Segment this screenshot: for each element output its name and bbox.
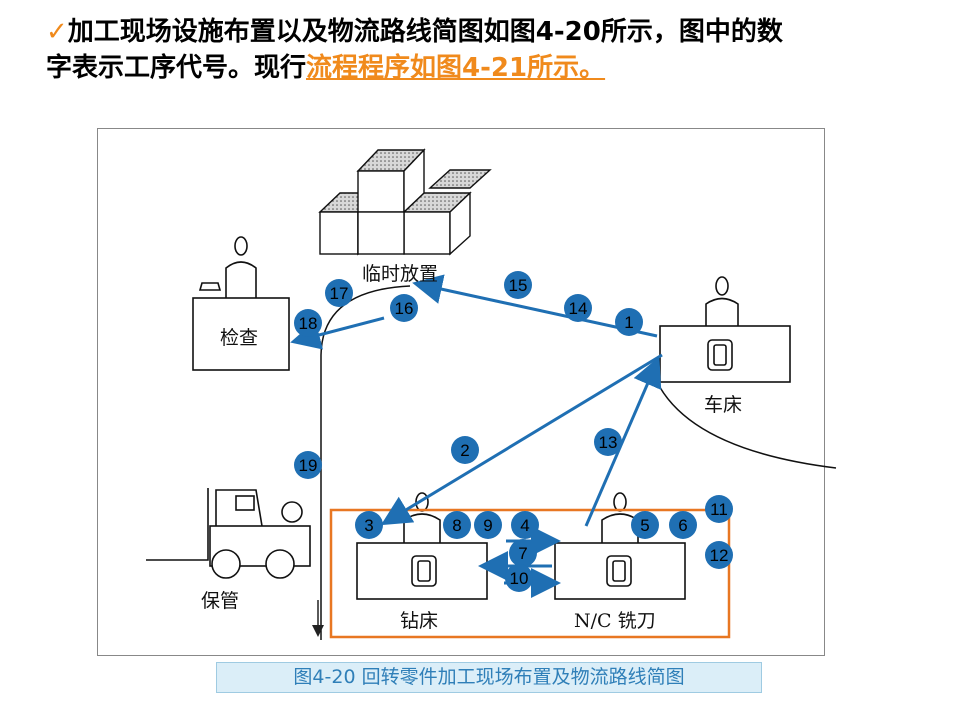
process-number: 13	[599, 433, 618, 452]
process-marker: 5	[631, 511, 659, 539]
mill-station	[554, 492, 686, 600]
process-number: 1	[624, 313, 633, 332]
label-mill: N/C 铣刀	[574, 610, 656, 632]
label-temp-storage: 临时放置	[362, 263, 439, 285]
process-number: 11	[710, 500, 728, 519]
process-number: 14	[569, 299, 588, 318]
process-marker: 14	[564, 294, 592, 322]
process-marker: 16	[390, 294, 418, 322]
process-marker: 12	[705, 541, 733, 569]
process-marker: 3	[355, 511, 383, 539]
process-number: 19	[299, 456, 318, 475]
process-number: 10	[510, 569, 529, 588]
figure-caption: 图4-20 回转零件加工现场布置及物流路线简图	[216, 662, 762, 693]
process-number-markers: 1 2 3 4 5 6 7 8 9 10 11 12 13 14 15 16 1…	[294, 271, 733, 592]
boxes-stack-icon	[318, 148, 492, 256]
floor-boundary	[320, 285, 837, 640]
process-number: 8	[452, 516, 461, 535]
process-number: 12	[710, 546, 729, 565]
process-number: 15	[509, 276, 528, 295]
label-storage: 保管	[201, 590, 240, 612]
title-line2-plain: 字表示工序代号。现行	[46, 53, 307, 83]
process-marker: 11	[705, 495, 733, 523]
process-marker: 8	[443, 511, 471, 539]
process-marker: 2	[451, 436, 479, 464]
process-number: 4	[520, 516, 529, 535]
process-marker: 1	[615, 308, 643, 336]
title-line1: 加工现场设施布置以及物流路线简图如图4-20所示，图中的数	[67, 17, 783, 47]
label-inspection: 检查	[220, 327, 259, 349]
process-number: 2	[460, 441, 469, 460]
title-line2-link[interactable]: 流程程序如图4-21所示。	[306, 53, 606, 83]
process-marker: 4	[511, 511, 539, 539]
lathe-station	[659, 276, 791, 383]
drill-station	[356, 492, 488, 600]
check-icon: ✓	[46, 17, 68, 47]
process-marker: 6	[669, 511, 697, 539]
process-number: 6	[678, 516, 687, 535]
process-number: 18	[299, 314, 318, 333]
inspection-station	[192, 236, 290, 371]
process-marker: 10	[505, 564, 533, 592]
process-number: 9	[483, 516, 492, 535]
process-number: 3	[364, 516, 373, 535]
process-number: 16	[395, 299, 414, 318]
process-marker: 9	[474, 511, 502, 539]
label-drill: 钻床	[400, 610, 439, 632]
forklift-icon	[146, 488, 311, 579]
process-number: 5	[640, 516, 649, 535]
process-number: 7	[518, 544, 527, 563]
process-number: 17	[330, 284, 349, 303]
process-marker: 7	[509, 539, 537, 567]
process-marker: 19	[294, 451, 322, 479]
machining-area-highlight	[329, 508, 731, 639]
process-marker: 13	[594, 428, 622, 456]
process-marker: 17	[325, 279, 353, 307]
slide-title: ✓加工现场设施布置以及物流路线简图如图4-20所示，图中的数 字表示工序代号。现…	[46, 14, 926, 86]
label-lathe: 车床	[704, 394, 743, 416]
process-marker: 15	[504, 271, 532, 299]
process-marker: 18	[294, 309, 322, 337]
